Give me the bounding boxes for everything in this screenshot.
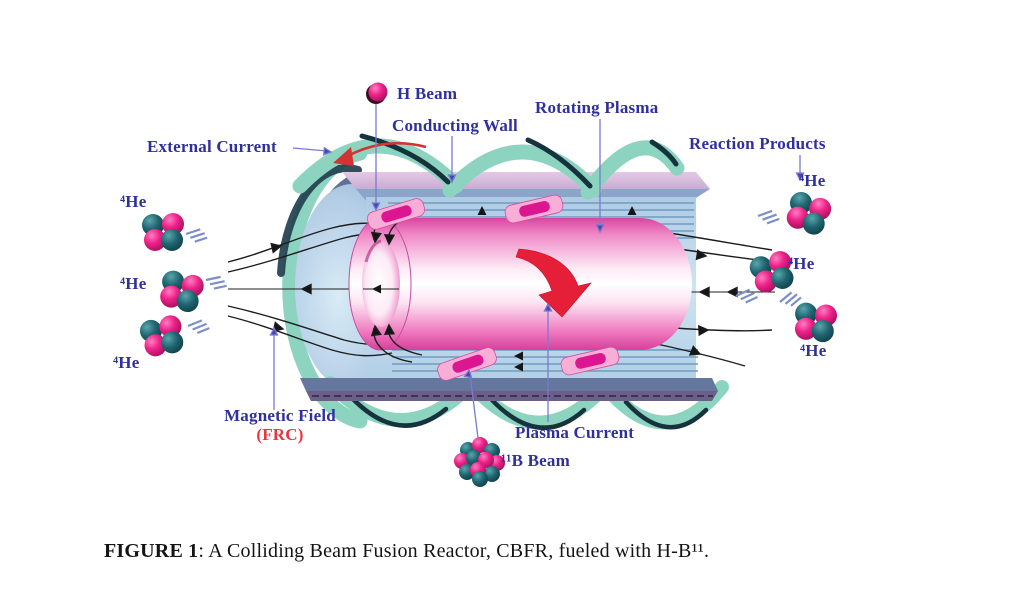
label-he4: ⁴He [800, 341, 827, 360]
leader-external-current [292, 147, 328, 152]
label-magnetic-field-text: Magnetic Field [224, 406, 336, 425]
label-he4: ⁴He [799, 171, 826, 190]
label-rotating-plasma: Rotating Plasma [535, 98, 659, 117]
label-plasma-current: Plasma Current [515, 423, 635, 442]
label-external-current: External Current [147, 137, 277, 156]
injector-port [504, 194, 564, 224]
label-he4: ⁴He [788, 254, 815, 273]
conducting-wall-bottom [300, 378, 718, 401]
plasma-cylinder [348, 217, 692, 351]
injector-port [560, 346, 620, 376]
figure-caption-tag: FIGURE 1 [104, 540, 199, 562]
plasma-open-end [362, 241, 400, 327]
label-he4: ⁴He [113, 353, 140, 372]
label-conducting-wall: Conducting Wall [392, 116, 518, 135]
figure-caption-text: : A Colliding Beam Fusion Reactor, CBFR,… [198, 540, 710, 562]
helium-nucleus [791, 300, 839, 344]
helium-nucleus [138, 313, 186, 359]
helium-nucleus [142, 213, 184, 251]
label-reaction-products: Reaction Products [689, 134, 826, 153]
rotation-arrow-icon [515, 248, 592, 318]
hydrogen-ball [366, 82, 388, 104]
helium-nucleus [781, 187, 835, 239]
injector-ports [366, 194, 620, 381]
label-he4: ⁴He [120, 192, 147, 211]
label-he4: ⁴He [120, 274, 147, 293]
label-h-beam: H Beam [397, 84, 458, 103]
label-frc: (FRC) [256, 425, 304, 444]
label-magnetic-field: Magnetic Field (FRC) [210, 406, 350, 444]
helium-nuclei-left [138, 213, 228, 359]
figure-caption: FIGURE 1: A Colliding Beam Fusion Reacto… [104, 540, 884, 563]
injector-port [366, 198, 426, 230]
boron-nucleus [454, 437, 505, 487]
helium-nucleus [155, 267, 207, 315]
leader-b11-beam [469, 373, 479, 439]
label-b11-beam: ¹¹B Beam [501, 451, 570, 470]
leader-lines [269, 104, 805, 439]
external-current-arrow [333, 141, 427, 166]
